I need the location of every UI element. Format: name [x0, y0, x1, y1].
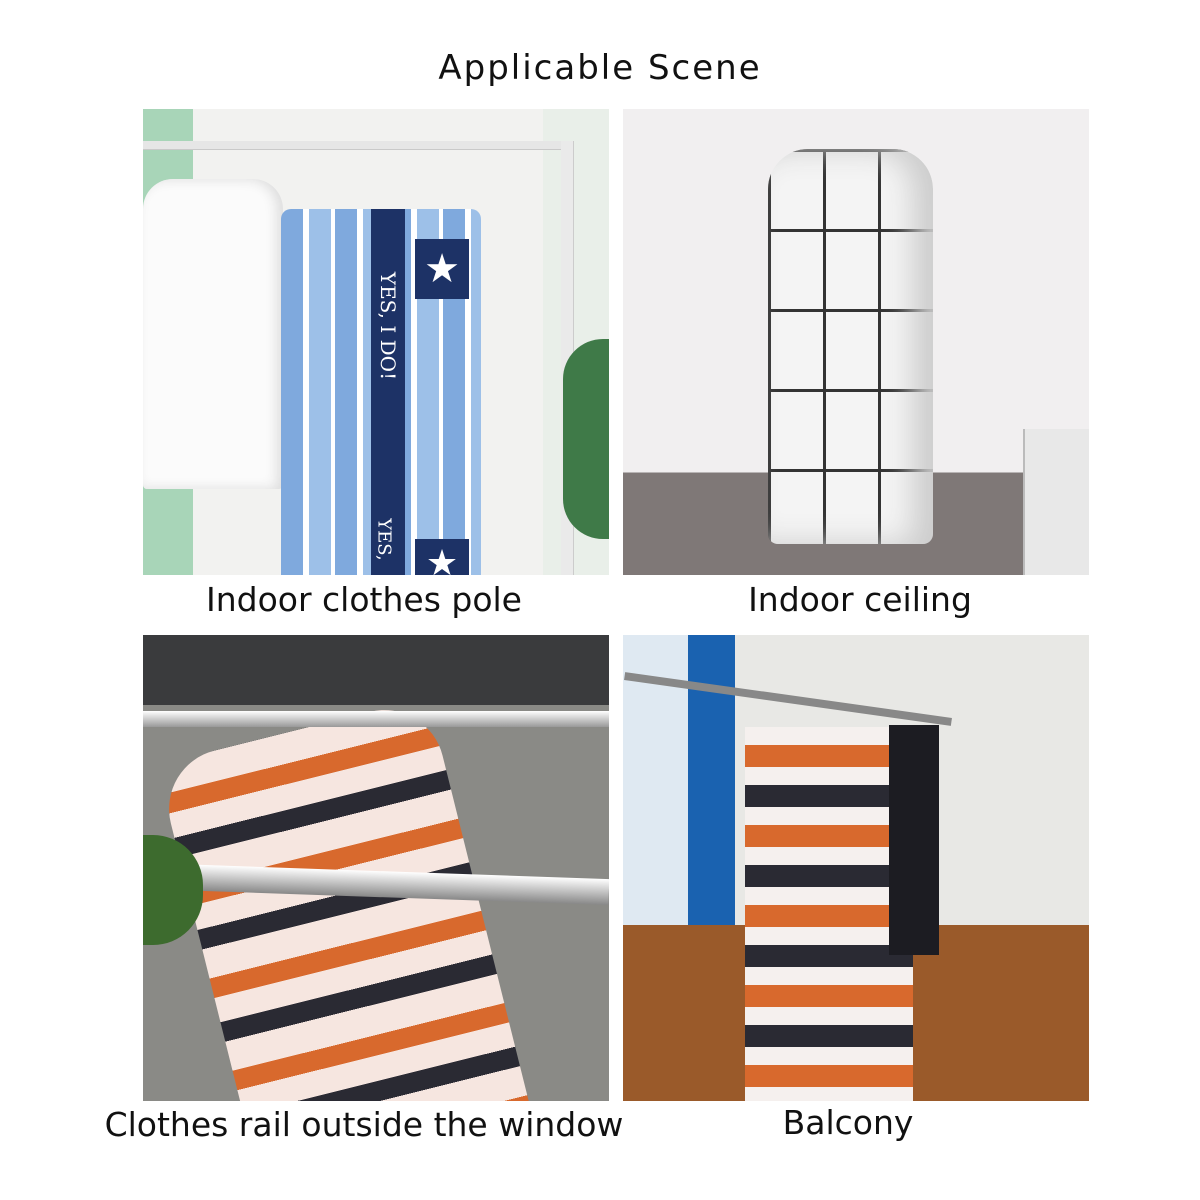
- bag-print-text-2: YES,: [373, 518, 395, 561]
- hanging-rail: [624, 672, 952, 726]
- dark-cloth: [889, 725, 939, 955]
- bag-navy-band: [371, 209, 405, 575]
- caption-indoor-ceiling: Indoor ceiling: [748, 580, 972, 619]
- bag-print-text: YES, I DO!: [376, 271, 400, 381]
- star-icon: ★: [415, 239, 469, 299]
- striped-bag: [745, 727, 913, 1101]
- caption-balcony: Balcony: [782, 1103, 914, 1142]
- caption-clothes-rail-outside-window: Clothes rail outside the window: [104, 1105, 624, 1144]
- photo-indoor-ceiling: [623, 109, 1089, 575]
- plant: [563, 339, 609, 539]
- window-frame: [1023, 429, 1089, 575]
- photo-balcony: [623, 635, 1089, 1101]
- star-icon: ★: [415, 539, 469, 575]
- caption-indoor-clothes-pole: Indoor clothes pole: [206, 580, 522, 619]
- photo-clothes-rail-outside-window: [143, 635, 609, 1101]
- page-title: Applicable Scene: [438, 48, 762, 88]
- rail-top: [143, 711, 609, 727]
- photo-indoor-clothes-pole: YES, I DO! YES, ★ ★: [143, 109, 609, 575]
- white-shirt: [143, 179, 283, 489]
- clothes-rail: [143, 141, 573, 150]
- grid-bag: [768, 149, 933, 544]
